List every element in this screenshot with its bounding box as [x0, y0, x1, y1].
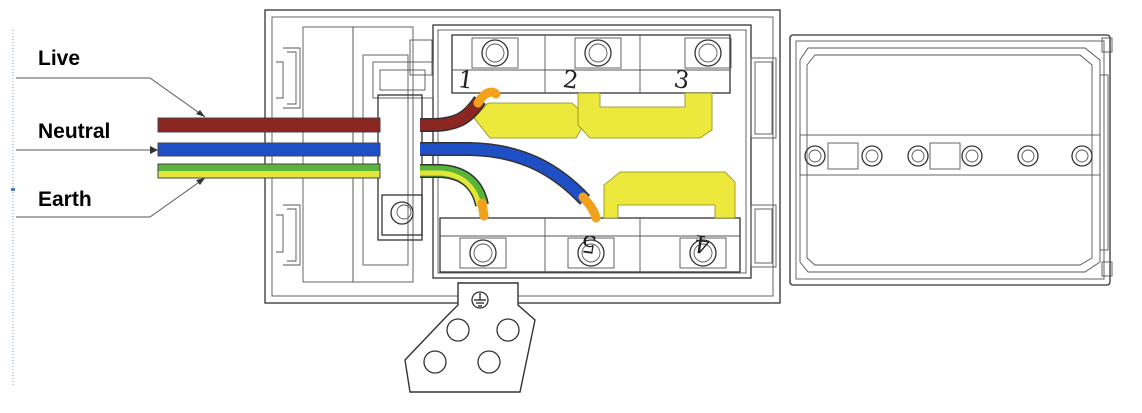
- ground-symbol-icon: [474, 293, 486, 307]
- internal-wiring: [420, 87, 601, 223]
- lid-contact-2: [907, 142, 983, 170]
- clamp-screw: [390, 201, 414, 225]
- screw-terminal-1: [471, 37, 519, 69]
- cable-clamp: [372, 39, 434, 241]
- neutral-conductor: [157, 142, 381, 157]
- screw-terminal-3: [684, 37, 732, 69]
- bridge-plates: [473, 92, 736, 219]
- cable-bundle: [157, 117, 381, 179]
- live-label: Live: [38, 47, 80, 70]
- bracket-hole: [446, 318, 470, 342]
- earth-core-tip: [477, 198, 489, 221]
- screw-terminal-earth: [459, 237, 507, 269]
- earth-mounting-bracket: [404, 282, 536, 393]
- upper-terminal-block: 1 2 3: [451, 34, 732, 95]
- terminal-number-3: 3: [672, 65, 691, 95]
- bracket-hole: [423, 350, 447, 374]
- screw-terminal-4: [679, 237, 727, 269]
- lower-terminal-block: 5 4: [439, 217, 741, 273]
- bridge-plate-1-2: [473, 102, 589, 139]
- hinged-lid: [789, 34, 1113, 286]
- terminal-number-1: 1: [456, 65, 475, 95]
- live-core-tip: [473, 87, 501, 108]
- screw-terminal-5: [567, 237, 615, 269]
- earth-label: Earth: [38, 188, 92, 211]
- screw-terminal-2: [574, 37, 622, 69]
- label-leaders: [16, 77, 206, 218]
- lid-contact-1: [804, 142, 883, 170]
- neutral-core-tip: [578, 192, 601, 223]
- lid-hole: [1071, 145, 1093, 167]
- margin-marker: [11, 188, 15, 191]
- terminal-number-4: 4: [692, 229, 711, 259]
- neutral-label: Neutral: [38, 120, 110, 143]
- live-conductor: [157, 117, 381, 133]
- bridge-plate-4-5: [603, 171, 736, 219]
- lid-hole: [1017, 145, 1039, 167]
- bracket-hole: [496, 318, 520, 342]
- terminal-number-2: 2: [561, 65, 580, 95]
- bridge-plate-2-3: [577, 92, 713, 139]
- bracket-hole: [477, 350, 501, 374]
- terminal-number-5: 5: [579, 229, 598, 259]
